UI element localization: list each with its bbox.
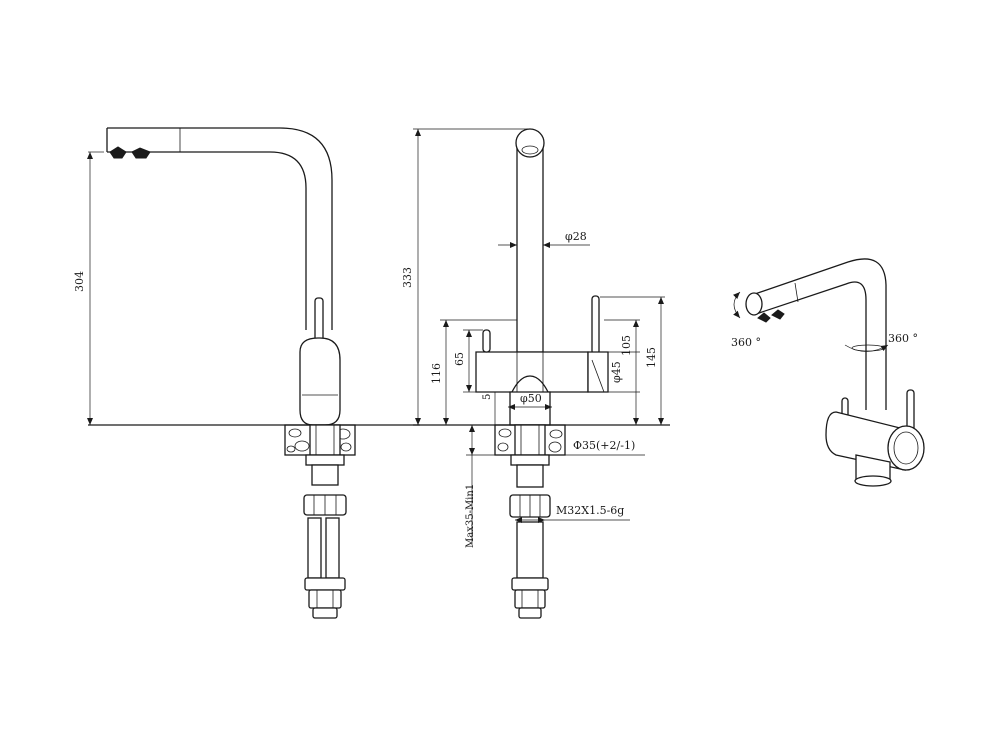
front-braided-hose xyxy=(516,521,544,579)
dim-65: 65 xyxy=(453,352,466,366)
side-view: 304 xyxy=(73,127,420,619)
dim-phi28: φ28 xyxy=(565,230,587,243)
front-deck-stone xyxy=(494,424,566,456)
rotation-head-label: 360 ° xyxy=(731,336,761,349)
dim-333: 333 xyxy=(401,267,414,288)
dim-116: 116 xyxy=(430,363,443,384)
dim-phi35: Φ35(+2/-1) xyxy=(573,439,635,452)
rotation-arrow-icon xyxy=(732,291,741,319)
front-view: 333 φ28 116 65 5 φ50 φ45 105 145 xyxy=(401,128,670,619)
dim-phi45: φ45 xyxy=(610,361,623,383)
side-deck-stone xyxy=(284,424,356,456)
perspective-nozzle xyxy=(757,309,785,323)
dim-105: 105 xyxy=(620,335,633,356)
dim-thread: M32X1.5-6g xyxy=(556,504,624,517)
side-hose-fittings xyxy=(304,577,346,619)
side-hex-nut xyxy=(303,494,347,516)
dim-5: 5 xyxy=(482,394,493,400)
dim-145: 145 xyxy=(645,347,658,368)
perspective-view: 360 ° 360 ° xyxy=(731,258,925,487)
dim-max35-min1: Max35-Min1 xyxy=(465,484,476,548)
rotation-swivel-label: 360 ° xyxy=(888,332,918,345)
spray-nozzle xyxy=(109,146,151,159)
front-hex-nut xyxy=(509,494,551,518)
front-hose-fittings xyxy=(511,577,549,619)
dim-304: 304 xyxy=(73,271,86,292)
dim-phi50: φ50 xyxy=(520,392,542,405)
swivel-arrow-icon xyxy=(844,344,889,352)
side-braided-hose xyxy=(307,517,340,579)
